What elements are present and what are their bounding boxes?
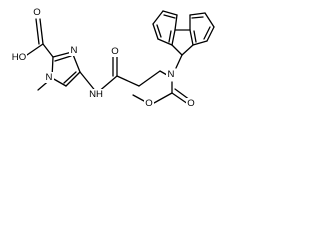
- bond-cooh-c-o-double-a: [39, 18, 44, 45]
- bond-carbonyl-ch2: [116, 75, 140, 87]
- bond-n-c9: [175, 54, 183, 69]
- bond-c9-c8a: [181, 44, 194, 56]
- bond-right-4: [189, 12, 206, 16]
- bond-left-6-inner: [168, 30, 172, 43]
- bond-c4-c5: [65, 71, 81, 87]
- bond-left-1: [157, 38, 173, 46]
- bond-left-2: [152, 23, 159, 40]
- bond-cooh-c-oh: [23, 43, 44, 58]
- bond-left-5: [174, 14, 178, 31]
- bond-c2-cooh: [42, 43, 54, 58]
- bond-c5-n1: [51, 77, 67, 87]
- bond-left-3: [152, 10, 164, 25]
- bond-c4-c5-inner: [63, 71, 77, 84]
- molecule-diagram: HO O N N NH O N O O: [0, 0, 236, 117]
- bond-ch2-n: [159, 70, 168, 76]
- acid-oh-label: HO: [12, 52, 26, 63]
- ring-n-methyl-label: N: [46, 72, 53, 83]
- bond-ch2-ch2: [138, 70, 161, 87]
- amide-o-label: O: [111, 46, 118, 57]
- atom-labels: HO O N N NH O N O O: [11, 7, 196, 109]
- bond-c9-c9a: [171, 44, 183, 56]
- bond-left-4: [162, 10, 178, 16]
- carbamate-o-ester-label: O: [145, 98, 152, 109]
- bond-right-2-inner: [203, 26, 211, 40]
- bond-cooh-c-o-double-b: [35, 18, 40, 45]
- bond-left-4-inner: [163, 14, 176, 19]
- carbamate-o-carbonyl-label: O: [187, 98, 194, 109]
- structure-svg: HO O N N NH O N O O: [11, 7, 215, 109]
- bond-right-4-inner: [191, 16, 204, 19]
- fluorenyl: [152, 10, 215, 69]
- bond-c8a-c4b: [189, 29, 194, 46]
- amide-linker: [96, 56, 168, 94]
- bond-carbamate-c-o-ester: [153, 92, 173, 104]
- ring-n-top-label: N: [71, 45, 78, 56]
- bond-right-1: [192, 40, 208, 46]
- bond-right-6-inner: [193, 30, 197, 43]
- bond-right-3: [204, 12, 215, 28]
- amine-n-label: N: [168, 69, 175, 80]
- bond-o-ester-methyl: [132, 94, 145, 102]
- bond-c9a-c4a: [171, 29, 176, 46]
- bond-left-2-inner: [156, 24, 162, 38]
- acid-o-label: O: [33, 7, 40, 18]
- bond-right-2: [206, 26, 215, 42]
- methyl-carbamate: [132, 81, 191, 105]
- bond-c2-n3: [52, 51, 73, 58]
- bond-carbamate-c-o-double-a: [171, 92, 189, 105]
- amide-nh-label: NH: [89, 89, 103, 100]
- imidazole-carboxylic-acid: [23, 18, 98, 94]
- bond-c2-n3-inner: [54, 55, 72, 62]
